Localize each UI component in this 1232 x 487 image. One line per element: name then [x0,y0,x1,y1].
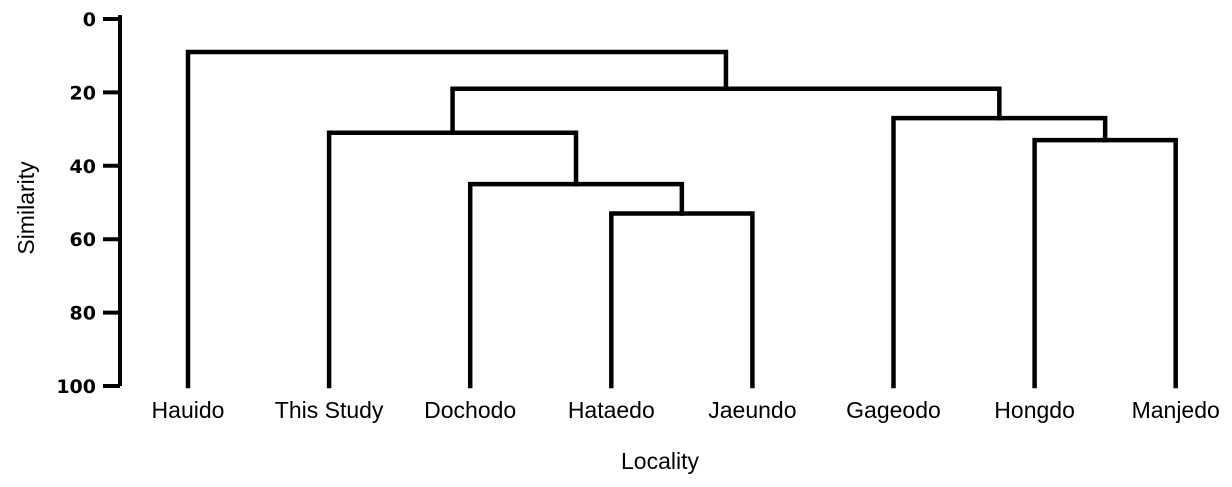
x-axis-title: Locality [621,448,699,474]
dendrogram-link [326,130,579,389]
y-tick-label: 20 [70,82,96,104]
y-tick-label: 40 [70,156,96,178]
leaf-label: Hongdo [994,397,1075,423]
leaf-label: Hauido [152,397,225,423]
dendrogram-link [1032,137,1178,389]
leaf-labels: Hauido This Study Dochodo Hataedo Jaeundo Gag… [152,397,1220,423]
y-ticks: 0 20 40 60 80 100 [56,9,120,398]
leaf-label: Jaeundo [708,397,796,423]
dendrogram-link [891,115,1108,389]
y-tick-label: 80 [70,303,96,325]
dendrogram-links [185,49,1178,389]
dendrogram-link [185,49,729,389]
leaf-label: Manjedo [1132,397,1220,423]
y-tick-label: 60 [70,229,96,251]
dendrogram-link [609,211,755,389]
dendrogram-link [450,86,1002,136]
leaf-label: This Study [275,397,384,423]
leaf-label: Hataedo [568,397,655,423]
y-tick-label: 100 [56,376,96,398]
y-tick-label: 0 [83,9,96,31]
y-axis-title: Similarity [13,161,39,255]
leaf-label: Dochodo [424,397,516,423]
leaf-label: Gageodo [846,397,941,423]
